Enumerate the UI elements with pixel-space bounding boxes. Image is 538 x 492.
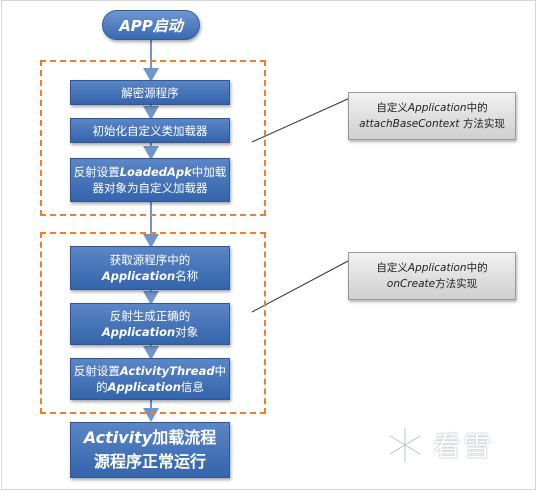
note-text: 方法实现 xyxy=(435,278,478,290)
note-text-emphasis: onCreate xyxy=(386,278,436,290)
step-text: 获取源程序中的 xyxy=(109,253,191,267)
step-text: 反射生成正确的 xyxy=(109,309,191,323)
step-text-emphasis: LoadedApk xyxy=(119,165,192,179)
step-text: 反射设置 xyxy=(73,165,120,179)
app-start-node: APP启动 xyxy=(102,10,200,40)
note-text: 自定义 xyxy=(376,102,408,114)
create-app-object-step: 反射生成正确的 Application对象 xyxy=(70,303,230,345)
final-text: 源程序正常运行 xyxy=(93,452,206,471)
init-group-outline xyxy=(40,60,266,216)
watermark-text: 看雪 xyxy=(433,430,494,463)
decrypt-source-step: 解密源程序 xyxy=(70,80,230,105)
note-text: 中的 xyxy=(466,102,488,114)
step-text: 中 xyxy=(214,364,227,378)
app-start-label: APP启动 xyxy=(119,16,183,35)
step-text: 对象 xyxy=(175,325,199,339)
step-text: 反射设置 xyxy=(73,364,120,378)
init-classloader-step: 初始化自定义类加载器 xyxy=(70,118,230,143)
attach-base-context-note: 自定义Application中的 attachBaseContext 方法实现 xyxy=(348,92,516,140)
note-text: 自定义 xyxy=(376,262,408,274)
kanxue-watermark: 看雪 xyxy=(385,420,493,470)
note-text-emphasis: attachBaseContext xyxy=(359,118,460,130)
note-text-emphasis: Application xyxy=(407,102,467,114)
step-text-emphasis: Application xyxy=(107,380,181,394)
note-text: 中的 xyxy=(466,262,488,274)
snowflake-icon xyxy=(388,426,422,464)
step-text: 初始化自定义类加载器 xyxy=(92,123,208,138)
oncreate-note: 自定义Application中的 onCreate方法实现 xyxy=(348,252,516,300)
activity-load-final-node: Activity加载流程 源程序正常运行 xyxy=(70,422,230,478)
step-text: 名称 xyxy=(175,269,199,283)
callout-line-2 xyxy=(251,259,351,313)
set-activitythread-step: 反射设置ActivityThread中 的Application信息 xyxy=(70,358,230,400)
callout-line-1 xyxy=(251,97,351,143)
oncreate-group-outline xyxy=(40,232,266,414)
step-text-emphasis: Application xyxy=(101,269,176,283)
step-text: 器对象为自定义加载器 xyxy=(92,181,208,195)
final-text-emphasis: Activity xyxy=(83,428,153,447)
set-loadedapk-step: 反射设置LoadedApk中加载 器对象为自定义加载器 xyxy=(70,158,230,202)
note-text: 方法实现 xyxy=(459,118,505,130)
step-text: 信息 xyxy=(180,380,204,394)
step-text-emphasis: Application xyxy=(101,325,176,339)
step-text: 中加载 xyxy=(191,165,227,179)
step-text: 的 xyxy=(96,380,108,394)
step-text-emphasis: ActivityThread xyxy=(119,364,215,378)
step-text: 解密源程序 xyxy=(121,85,179,100)
note-text-emphasis: Application xyxy=(407,262,467,274)
get-app-name-step: 获取源程序中的 Application名称 xyxy=(70,246,230,290)
final-text: 加载流程 xyxy=(152,428,217,447)
